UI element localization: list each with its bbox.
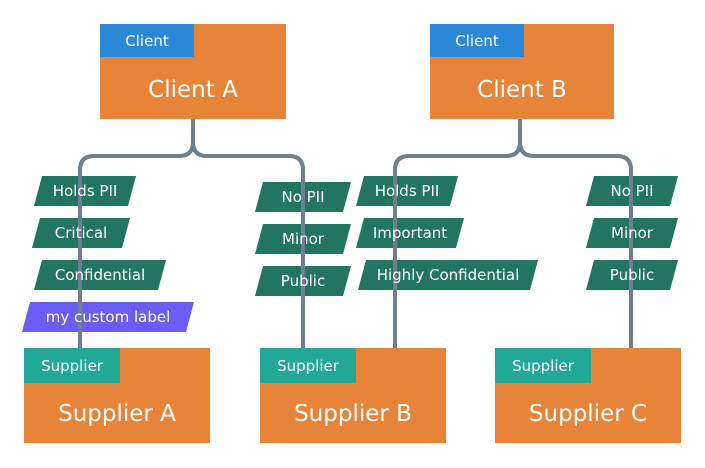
supplier-tag: Supplier — [260, 348, 356, 383]
edge-label[interactable]: Minor — [259, 224, 347, 254]
edge-label-text: Confidential — [54, 266, 146, 284]
edge-label[interactable]: Critical — [36, 218, 126, 248]
supplier-b-node[interactable]: Supplier Supplier B — [260, 348, 446, 443]
client-b-name: Client B — [477, 77, 567, 103]
edge-label[interactable]: No PII — [590, 176, 674, 206]
edge-label-text: Minor — [611, 224, 653, 242]
edge-label-text: No PII — [281, 188, 325, 206]
supplier-tag: Supplier — [24, 348, 120, 383]
edge-label[interactable]: Important — [360, 218, 460, 248]
edge-label-text: Critical — [54, 224, 108, 242]
supplier-a-node[interactable]: Supplier Supplier A — [24, 348, 210, 443]
client-tag: Client — [430, 24, 524, 57]
edge-label-text: Holds PII — [52, 182, 118, 200]
edge-label-text: Public — [609, 266, 655, 284]
edge-label-text: Public — [280, 272, 326, 290]
supplier-b-name: Supplier B — [294, 401, 412, 427]
connector-client-b-supplier-c — [518, 141, 633, 348]
edge-label[interactable]: No PII — [259, 182, 347, 212]
edge-label[interactable]: Holds PII — [38, 176, 132, 206]
supplier-c-node[interactable]: Supplier Supplier C — [495, 348, 681, 443]
supplier-a-name: Supplier A — [58, 401, 176, 427]
custom-edge-label[interactable]: my custom label — [26, 302, 190, 332]
connector-client-a-supplier-b — [191, 141, 305, 348]
edge-label[interactable]: Public — [259, 266, 347, 296]
edge-label-text: Holds PII — [374, 182, 440, 200]
edge-label[interactable]: Highly Confidential — [362, 260, 534, 290]
edge-label[interactable]: Confidential — [38, 260, 162, 290]
client-tag: Client — [100, 24, 194, 57]
edge-label-text: No PII — [610, 182, 654, 200]
edge-label[interactable]: Minor — [590, 218, 674, 248]
edge-label-text: Highly Confidential — [376, 266, 520, 284]
edge-label-text: Important — [372, 224, 448, 242]
client-b-node[interactable]: Client Client B — [430, 24, 614, 119]
edge-label-text: Minor — [282, 230, 324, 248]
edge-label[interactable]: Public — [590, 260, 674, 290]
edge-label-text: my custom label — [45, 308, 171, 326]
client-a-node[interactable]: Client Client A — [100, 24, 286, 119]
client-a-name: Client A — [148, 77, 238, 103]
supplier-tag: Supplier — [495, 348, 591, 383]
edge-label[interactable]: Holds PII — [360, 176, 454, 206]
supplier-c-name: Supplier C — [528, 401, 648, 427]
